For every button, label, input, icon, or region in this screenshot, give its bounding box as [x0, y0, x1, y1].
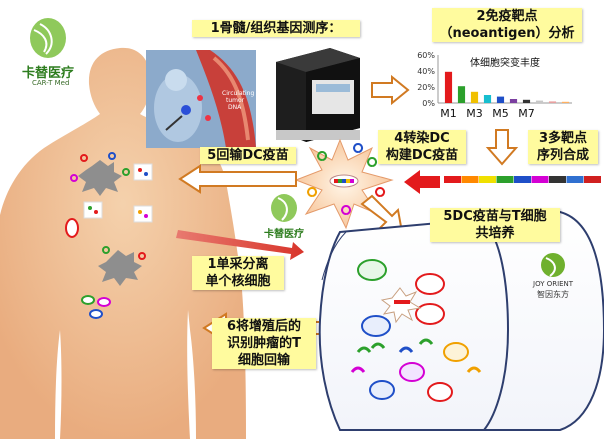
brand-name-cn: 卡替医疗 — [22, 66, 75, 81]
step3-text-2: 序列合成 — [536, 148, 589, 163]
chart-bar-m7 — [522, 99, 531, 103]
x-tick-label: M7 — [518, 107, 535, 120]
tumor-cell-top — [70, 152, 130, 196]
culture-dish — [318, 210, 604, 431]
step2-text-2: （neoantigen）分析 — [439, 26, 575, 41]
apheresis-text-1: 1单采分离 — [207, 257, 269, 272]
chart-title: 体细胞突变丰度 — [470, 56, 540, 69]
arrow-return-dc — [178, 164, 297, 194]
arrow-to-dc — [404, 170, 440, 194]
y-tick-label: 60% — [417, 51, 435, 60]
step4-label: 4转染DC 构建DC疫苗 — [378, 130, 466, 164]
apheresis-label: 1单采分离 单个核细胞 — [192, 256, 284, 290]
chart-bar-m1 — [444, 71, 453, 103]
sequence-segment — [461, 176, 479, 183]
x-tick-label: M5 — [492, 107, 509, 120]
chart-bar-m5 — [496, 96, 505, 103]
step6-label: 6将增殖后的 识别肿瘤的T 细胞回输 — [212, 318, 316, 369]
sequence-segment — [514, 176, 531, 183]
dish-cells — [350, 259, 482, 402]
y-tick-label: 0% — [422, 99, 435, 108]
x-tick-label: M1 — [440, 107, 457, 120]
brand-logo-mark — [30, 18, 66, 58]
apheresis-text-2: 单个核细胞 — [205, 274, 271, 289]
brand-name-en: CAR-T Med — [32, 79, 70, 87]
step6-text-1: 6将增殖后的 — [226, 319, 302, 334]
chart-bar-m3 — [470, 91, 479, 103]
tumor-cell-bottom — [98, 246, 146, 286]
sequence-segment — [566, 176, 584, 183]
dc-receptors — [307, 143, 386, 215]
arrow-apheresis — [176, 230, 304, 260]
arrow-down-to-synthesis — [485, 129, 519, 166]
mutation-chart: 0% 20% 40% 60% 体细胞突变丰度 M1 M3 M5 M7 — [417, 51, 572, 120]
step5-text: 5回输DC疫苗 — [207, 148, 289, 163]
sequence-segment — [584, 176, 601, 183]
y-tick-label: 40% — [417, 67, 435, 76]
step3-label: 3多靶点 序列合成 — [528, 130, 598, 164]
step1-text: 1骨髓/组织基因测序： — [210, 21, 342, 36]
brand-logo-mark-center — [271, 194, 297, 222]
brand-name-cn-center: 卡替医疗 — [264, 229, 304, 240]
step5b-text-2: 共培养 — [475, 226, 515, 241]
sequence-color-strip — [444, 176, 601, 183]
step2-label: 2免疫靶点 （neoantigen）分析 — [432, 8, 582, 42]
step5b-label: 5DC疫苗与T细胞 共培养 — [430, 208, 560, 242]
dna-label-3: DNA — [228, 104, 242, 111]
step6-text-3: 细胞回输 — [237, 353, 290, 368]
step4-text-2: 构建DC疫苗 — [385, 148, 459, 163]
chart-bar-m2 — [457, 86, 466, 103]
arrow-to-analysis — [371, 74, 410, 106]
arrow-to-coculture — [360, 194, 404, 234]
partner-name-cn: 智因东方 — [537, 290, 569, 299]
step4-text-1: 4转染DC — [394, 131, 450, 146]
step5-label: 5回输DC疫苗 — [200, 147, 296, 164]
step1-label: 1骨髓/组织基因测序： — [192, 20, 360, 37]
partner-logo-mark — [541, 253, 565, 277]
chart-bar-m4 — [483, 95, 492, 103]
chart-bar-m6 — [509, 99, 518, 103]
dna-label-2: tumor — [226, 97, 245, 104]
step3-text-1: 3多靶点 — [538, 131, 588, 146]
sequence-segment — [479, 176, 496, 183]
dc-icons-on-body — [83, 163, 153, 223]
step2-text-1: 2免疫靶点 — [476, 9, 538, 24]
chart-bar-m9 — [548, 101, 557, 103]
step6-text-2: 识别肿瘤的T — [227, 336, 301, 351]
sequence-segment — [444, 176, 461, 183]
y-tick-label: 20% — [417, 83, 435, 92]
chart-bar-m10 — [561, 101, 570, 103]
t-cells-on-body — [65, 218, 111, 319]
sequence-segment — [496, 176, 514, 183]
partner-name-en: JOY ORIENT — [533, 280, 574, 288]
dna-label-1: Circulating — [222, 90, 254, 97]
sequence-segment — [531, 176, 549, 183]
sequencer-machine — [276, 48, 360, 142]
sequence-segment — [549, 176, 566, 183]
step5b-text-1: 5DC疫苗与T细胞 — [443, 209, 547, 224]
x-tick-label: M3 — [466, 107, 483, 120]
chart-bar-m8 — [535, 100, 544, 103]
